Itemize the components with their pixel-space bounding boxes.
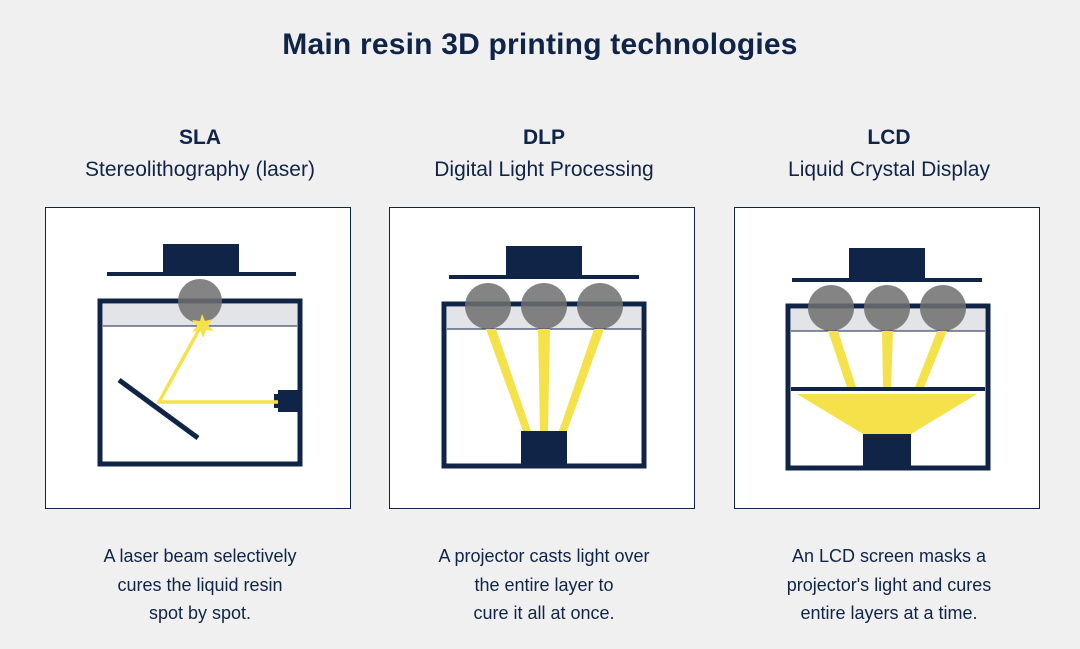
column-acronym: SLA (179, 126, 221, 149)
projector (863, 434, 911, 468)
column-description: A projector casts light over the entire … (438, 546, 650, 623)
mirror (117, 377, 200, 441)
column-full-name: Liquid Crystal Display (788, 158, 990, 181)
laser-spot-burst (192, 314, 214, 338)
lcd-diagram-panel (734, 207, 1040, 509)
column-full-name: Digital Light Processing (434, 158, 654, 181)
light-beam-right (559, 329, 604, 431)
lens-circle (465, 283, 511, 329)
column-full-name: Stereolithography (laser) (85, 158, 315, 181)
sla-diagram-panel (45, 207, 351, 509)
lcd-screen (791, 387, 985, 391)
lens-circle (521, 283, 567, 329)
column-description: A laser beam selectively cures the liqui… (103, 546, 297, 623)
column-acronym: DLP (523, 126, 565, 149)
build-platform-bar (449, 275, 639, 279)
lens-circle (577, 283, 623, 329)
build-platform-bar (107, 272, 296, 276)
lens-circle (808, 285, 854, 331)
build-platform-block (163, 244, 239, 274)
lens-circle (864, 285, 910, 331)
light-beam-left (828, 331, 857, 390)
light-beam-center (538, 329, 550, 431)
dlp-diagram-panel (389, 207, 695, 509)
projector (521, 431, 567, 466)
light-beam-left (486, 329, 531, 431)
dlp-diagram (441, 246, 647, 469)
column-acronym: LCD (867, 126, 911, 149)
projector-light-fan (797, 394, 977, 434)
lcd-diagram (785, 248, 991, 471)
laser-beam (156, 325, 278, 404)
sla-diagram (97, 244, 303, 467)
lens-circle (920, 285, 966, 331)
build-platform-block (849, 248, 925, 280)
column-description: An LCD screen masks a projector's light … (786, 546, 992, 623)
build-platform-bar (792, 278, 982, 282)
laser-source (278, 390, 298, 412)
build-platform-block (506, 246, 582, 276)
page-title: Main resin 3D printing technologies (282, 28, 798, 61)
lens-circle (178, 279, 222, 323)
light-beam-center (882, 331, 893, 390)
light-beam-right (914, 331, 947, 390)
